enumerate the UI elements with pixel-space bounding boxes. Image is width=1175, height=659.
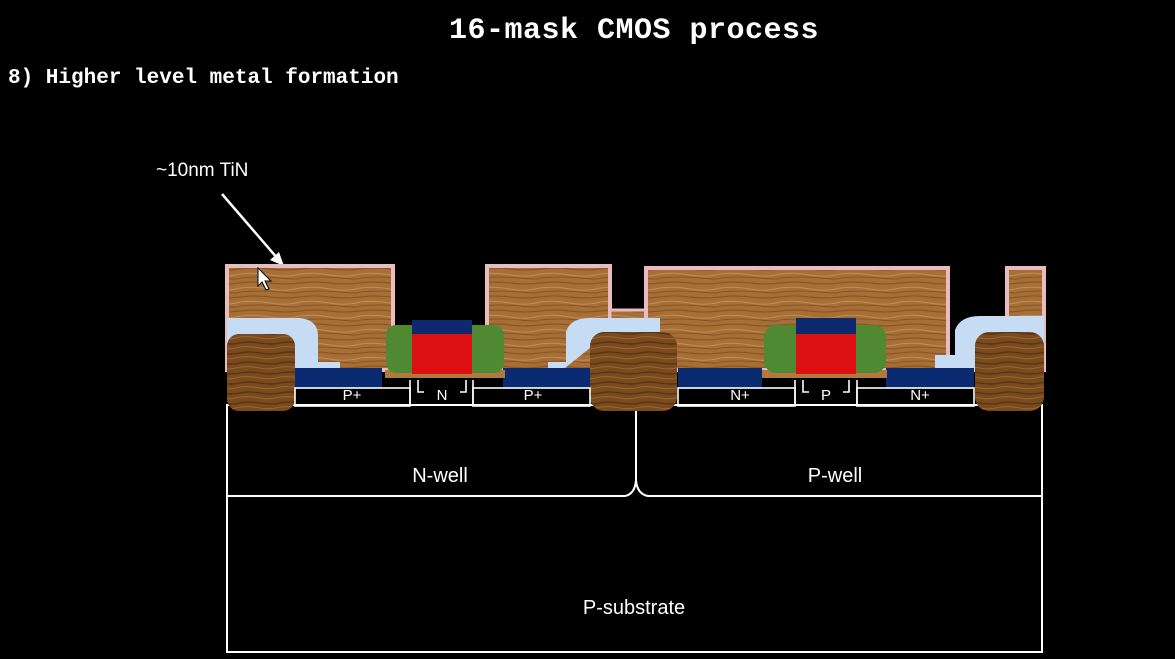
pmos-body-label: N <box>437 387 448 404</box>
sti-blocks <box>227 332 1044 411</box>
nmos-gate <box>764 318 886 374</box>
pmos-drain-label: P+ <box>524 387 543 404</box>
tin-callout-label: ~10nm TiN <box>156 160 249 181</box>
sti-left <box>227 334 295 411</box>
pmos-gate <box>386 320 504 374</box>
pwell-boundary <box>635 479 1042 497</box>
nmos-source-label: N+ <box>730 387 750 404</box>
pmos-source-label: P+ <box>343 387 362 404</box>
nmos-poly <box>796 334 856 374</box>
callout-arrow <box>221 193 284 266</box>
sti-center <box>590 332 677 411</box>
step-heading: 8) Higher level metal formation <box>8 67 399 90</box>
silicide-layer <box>295 368 974 388</box>
pmos-gate-cap <box>412 320 472 334</box>
substrate-label: P-substrate <box>583 597 685 619</box>
nmos-gate-cap <box>796 318 856 334</box>
pwell-label: P-well <box>808 465 862 487</box>
nwell-label: N-well <box>412 465 468 487</box>
pmos-poly <box>412 334 472 374</box>
sti-right <box>975 332 1044 411</box>
nmos-drain-label: N+ <box>910 387 930 404</box>
slide-title: 16-mask CMOS process <box>448 14 820 48</box>
junctions <box>294 380 975 407</box>
mouse-cursor-icon <box>257 266 273 291</box>
nmos-body-label: P <box>821 387 831 404</box>
